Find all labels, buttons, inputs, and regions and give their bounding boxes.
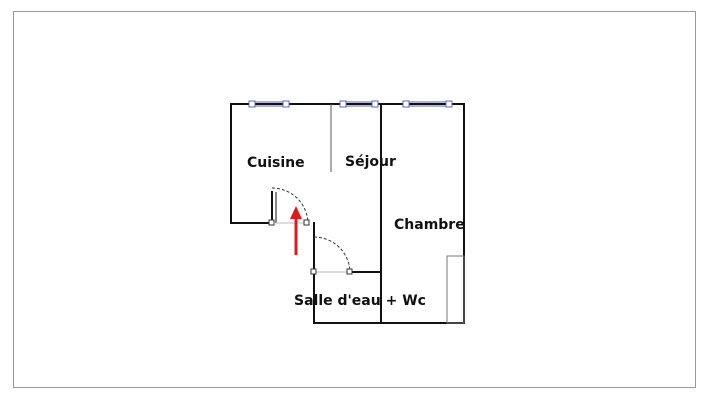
room-label-bedroom: Chambre (394, 217, 465, 233)
window-kitchen (248, 100, 290, 108)
room-label-kitchen: Cuisine (247, 155, 305, 171)
door-entry (268, 187, 310, 226)
windows (248, 100, 453, 108)
walls (230, 103, 465, 324)
canvas-frame (13, 11, 696, 388)
window-living (339, 100, 379, 108)
entry-arrow-icon (290, 206, 302, 255)
closet (446, 255, 465, 324)
room-label-living: Séjour (345, 154, 396, 170)
room-label-bathroom: Salle d'eau + Wc (294, 293, 426, 309)
door-bathroom (310, 236, 353, 275)
window-bedroom (402, 100, 453, 108)
